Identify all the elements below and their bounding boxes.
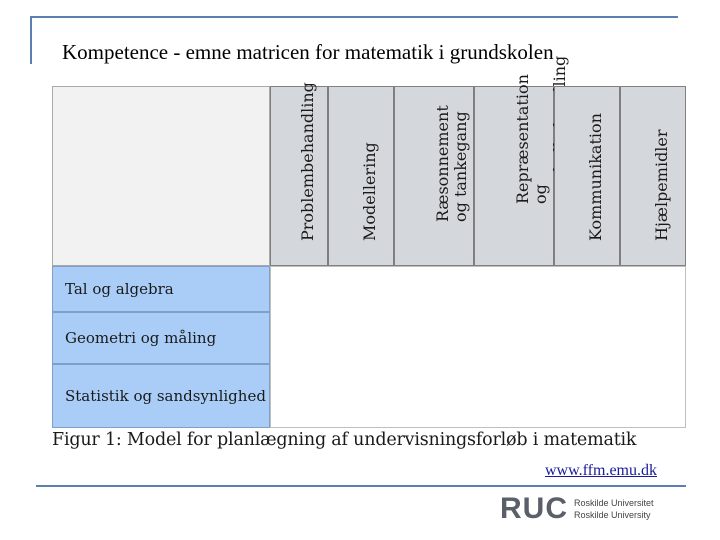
column-header-hjaelpemidler: Hjælpemidler [620, 86, 686, 266]
logo-mark: RUC [500, 492, 568, 525]
column-header-modellering: Modellering [328, 86, 394, 266]
column-label: Ræsonnement og tankegang [433, 105, 471, 223]
row-header-tal-og-algebra: Tal og algebra [52, 266, 270, 312]
matrix-corner-cell [52, 86, 270, 266]
website-link[interactable]: www.ffm.emu.dk [545, 462, 657, 479]
column-label: Hjælpemidler [652, 129, 671, 241]
figure-caption: Figur 1: Model for planlægning af underv… [52, 430, 637, 450]
top-rule [32, 16, 678, 18]
matrix-body [270, 266, 686, 428]
column-header-raesonnement: Ræsonnement og tankegang [394, 86, 474, 266]
column-label: Modellering [360, 141, 379, 241]
row-header-geometri-og-maaling: Geometri og måling [52, 312, 270, 364]
row-header-statistik-og-sandsynlighed: Statistik og sandsynlighed [52, 364, 270, 428]
slide-title: Kompetence - emne matricen for matematik… [62, 40, 554, 64]
logo-line-1: Roskilde Universitet [574, 498, 654, 508]
column-label: Problembehandling [298, 81, 317, 241]
logo-line-2: Roskilde University [574, 510, 651, 520]
column-header-problembehandling: Problembehandling [270, 82, 328, 266]
bottom-rule [36, 485, 686, 487]
column-header-kommunikation: Kommunikation [554, 86, 620, 266]
competence-matrix-figure: Problembehandling Modellering Ræsonnemen… [52, 56, 686, 428]
left-rule [30, 16, 32, 64]
logo-text: Roskilde Universitet Roskilde University [574, 497, 654, 521]
ruc-logo: RUC Roskilde Universitet Roskilde Univer… [500, 492, 654, 525]
column-header-repraesentation: Repræsentation og symbolbehandling [474, 56, 569, 266]
column-label: Kommunikation [586, 112, 605, 241]
